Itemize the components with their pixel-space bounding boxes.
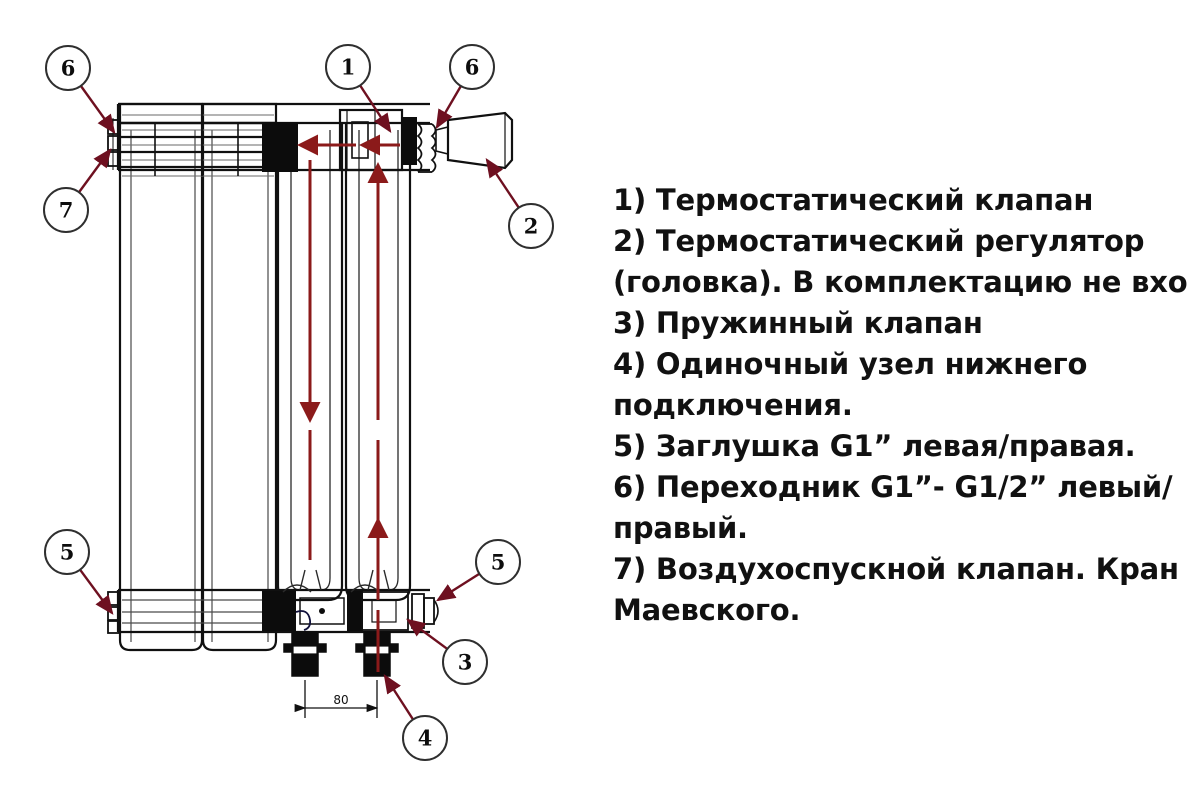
bottom-manifold-valve-block [262, 591, 296, 631]
callout-4-bottom-node-label: 4 [418, 726, 433, 751]
bottom-right-plug [411, 593, 439, 629]
dimension-80 [294, 680, 379, 718]
callout-5-bottom-right-label: 5 [491, 550, 506, 575]
callout-1-top-leader [359, 84, 392, 134]
callout-6-top-left[interactable]: 6 [45, 45, 91, 91]
callout-6-top-left-label: 6 [61, 56, 76, 81]
callout-3-spring-valve[interactable]: 3 [442, 639, 488, 685]
callout-4-bottom-node-leader [383, 673, 415, 721]
thermostatic-head [435, 111, 514, 170]
spring-valve-body [361, 591, 409, 631]
lower-connection-nipple-left [283, 631, 327, 677]
legend-line-3: (головка). В комплектацию не входит. [613, 265, 1189, 299]
callout-5-bottom-left-leader [79, 568, 114, 615]
flow-arrows [297, 134, 400, 600]
callout-5-bottom-left[interactable]: 5 [44, 529, 90, 575]
legend-list: 1) Термостатический клапан 2) Термостати… [613, 180, 1189, 631]
callout-6-top-right[interactable]: 6 [449, 44, 495, 90]
callout-2-head[interactable]: 2 [508, 203, 554, 249]
adapter-nut-right [416, 123, 437, 173]
radiator-technical-drawing: 80 6 7 1 6 2 5 5 3 4 [43, 44, 554, 761]
callout-6-top-right-circle[interactable] [449, 44, 495, 90]
legend-line-10: 7) Воздухоспускной клапан. Кран [613, 552, 1179, 586]
callout-7-left-leader [78, 148, 112, 193]
callout-7-left-label: 7 [59, 198, 74, 223]
callout-5-bottom-right-circle[interactable] [475, 539, 521, 585]
callout-leader-lines [78, 84, 520, 721]
legend-line-1: 1) Термостатический клапан [613, 183, 1094, 217]
callout-6-top-right-label: 6 [465, 55, 480, 80]
callout-6-top-right-leader [435, 85, 462, 130]
callout-4-bottom-node-circle[interactable] [402, 715, 448, 761]
callout-5-bottom-right[interactable]: 5 [475, 539, 521, 585]
thermostatic-valve-body [338, 108, 417, 172]
legend-line-11: Маевского. [613, 593, 801, 627]
legend-line-5: 4) Одиночный узел нижнего [613, 347, 1088, 381]
top-header-valve-block [262, 122, 298, 172]
callout-3-spring-valve-leader [406, 618, 449, 650]
callout-1-top[interactable]: 1 [325, 44, 371, 90]
callout-5-bottom-left-circle[interactable] [44, 529, 90, 575]
legend-line-6: подключения. [613, 388, 853, 422]
callout-6-top-left-circle[interactable] [45, 45, 91, 91]
callout-5-bottom-left-label: 5 [60, 540, 75, 565]
legend-line-2: 2) Термостатический регулятор [613, 224, 1145, 258]
callout-4-bottom-node[interactable]: 4 [402, 715, 448, 761]
callout-7-left[interactable]: 7 [43, 187, 89, 233]
callout-2-head-leader [485, 158, 520, 209]
radiator-drawing-svg: 80 6 7 1 6 2 5 5 3 4 [43, 44, 554, 761]
callout-bubbles: 6 7 1 6 2 5 5 3 4 [43, 44, 554, 761]
callout-7-left-circle[interactable] [43, 187, 89, 233]
callout-3-spring-valve-circle[interactable] [442, 639, 488, 685]
callout-1-top-circle[interactable] [325, 44, 371, 90]
radiator-section-group-left [118, 102, 278, 652]
callout-2-head-circle[interactable] [508, 203, 554, 249]
radiator-section-group-cutaway [276, 123, 412, 602]
legend-line-7: 5) Заглушка G1” левая/правая. [613, 429, 1136, 463]
legend-line-8: 6) Переходник G1”- G1/2” левый/ [613, 470, 1173, 504]
legend-line-9: правый. [613, 511, 748, 545]
callout-2-head-label: 2 [524, 214, 539, 239]
legend-line-4: 3) Пружинный клапан [613, 306, 983, 340]
dimension-label-80: 80 [333, 693, 348, 707]
callout-1-top-label: 1 [341, 55, 356, 80]
callout-3-spring-valve-label: 3 [458, 650, 473, 675]
callout-6-top-left-leader [79, 85, 116, 134]
callout-5-bottom-right-leader [435, 572, 481, 602]
